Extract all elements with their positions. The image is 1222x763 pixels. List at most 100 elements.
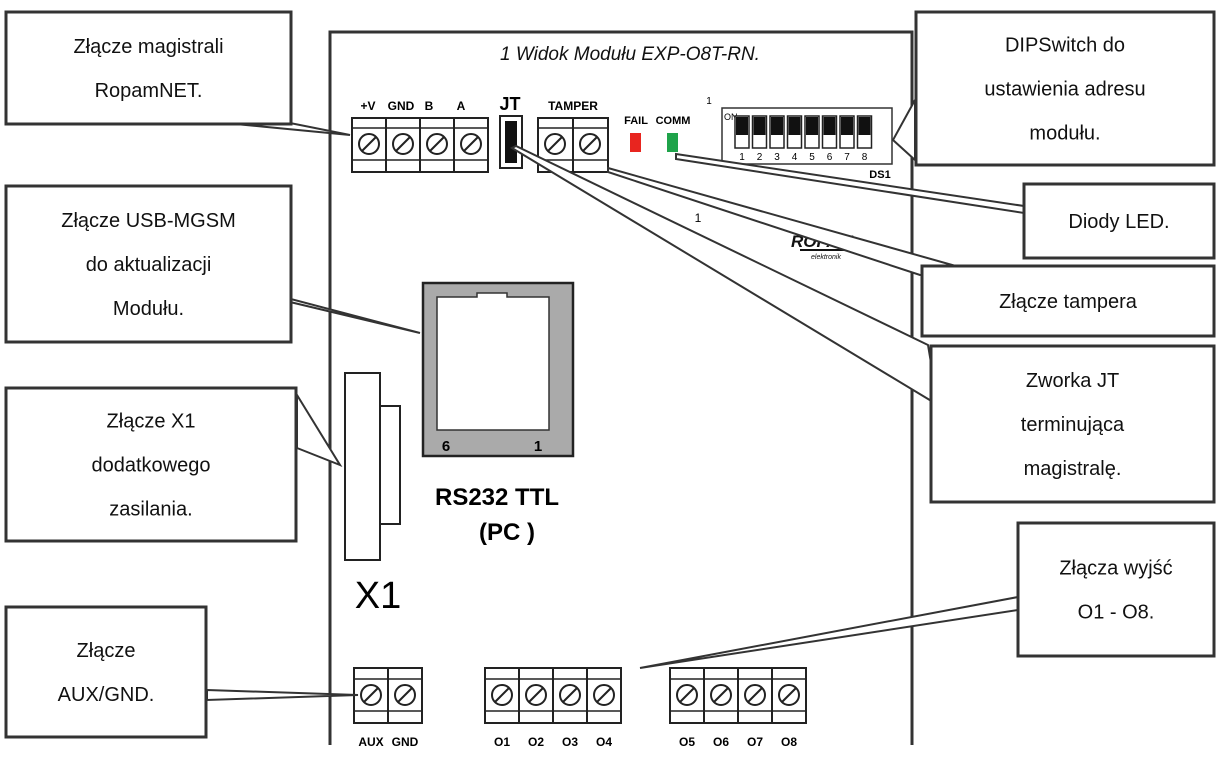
rs232-line2: (PC ): [479, 519, 535, 546]
dip-number: 7: [844, 152, 850, 163]
screw-icon: [525, 684, 547, 706]
led-comm-icon: [667, 133, 678, 152]
leader-aux: [206, 688, 359, 702]
dip-number: 1: [739, 152, 745, 163]
output-label: O3: [562, 735, 578, 749]
dip-on-label: ON: [724, 112, 738, 122]
top-pin-one: 1: [706, 96, 712, 107]
callout-text: terminująca: [1021, 414, 1125, 436]
callout-text: Diody LED.: [1068, 211, 1169, 233]
dip-number: 4: [792, 152, 798, 163]
leader-tamper: [607, 166, 971, 277]
terminal-block: O1 O2 O3 O4: [484, 667, 622, 749]
rj-pin-6: 6: [442, 438, 450, 455]
rs232-line1: RS232 TTL: [435, 484, 559, 511]
tamper-connector: TAMPER: [537, 99, 609, 173]
leader-x1: [296, 391, 343, 468]
screw-icon: [676, 684, 698, 706]
screw-icon: [593, 684, 615, 706]
output-label: O2: [528, 735, 544, 749]
dip-number: 8: [862, 152, 868, 163]
bus-label-b: B: [425, 99, 434, 113]
callout-text: Złącze X1: [107, 411, 196, 433]
rj-pin-1: 1: [534, 438, 542, 455]
tamper-label: TAMPER: [548, 99, 598, 113]
terminal-block: AUX GND: [353, 667, 423, 749]
callout-x1: Złącze X1 dodatkowego zasilania.: [4, 386, 298, 543]
aux-label: GND: [392, 735, 419, 749]
callout-text: Złącze: [77, 640, 136, 662]
leader-lines: [206, 99, 1025, 702]
status-leds: FAIL COMM 1: [624, 96, 712, 152]
led-fail-label: FAIL: [624, 115, 648, 127]
callout-led: Diody LED.: [1022, 182, 1216, 260]
bus-label-a: A: [457, 99, 466, 113]
led-fail-icon: [630, 133, 641, 152]
callout-text: AUX/GND.: [58, 684, 155, 706]
callout-text: ustawienia adresu: [984, 79, 1145, 101]
callout-text: magistralę.: [1024, 458, 1122, 480]
dip-number: 5: [809, 152, 815, 163]
callout-text: DIPSwitch do: [1005, 35, 1125, 57]
figure-caption: 1 Widok Modułu EXP-O8T-RN.: [500, 44, 760, 65]
bus-label-v: +V: [360, 99, 375, 113]
screw-icon: [394, 684, 416, 706]
callout-outputs: Złącza wyjść O1 - O8.: [1016, 521, 1216, 658]
bus-terminal-block: +V GND B A: [351, 99, 489, 173]
screw-icon: [744, 684, 766, 706]
callout-text: Złącze USB-MGSM: [61, 210, 235, 232]
callout-text: Złącza wyjść: [1059, 558, 1172, 580]
output-label: O5: [679, 735, 695, 749]
callout-text: zasilania.: [109, 499, 192, 521]
callout-tamper: Złącze tampera: [920, 264, 1216, 338]
callout-text: modułu.: [1029, 123, 1100, 145]
callout-dip: DIPSwitch do ustawienia adresu modułu.: [914, 10, 1216, 167]
callout-jt: Zworka JT terminująca magistralę.: [929, 344, 1216, 504]
output-label: O7: [747, 735, 763, 749]
callout-text: Zworka JT: [1026, 370, 1119, 392]
dip-number: 3: [774, 152, 780, 163]
dip-number: 2: [757, 152, 763, 163]
screw-icon: [491, 684, 513, 706]
pin-one-marker: 1: [695, 211, 702, 225]
callout-text: do aktualizacji: [86, 254, 212, 276]
output-label: O4: [596, 735, 612, 749]
screw-icon: [710, 684, 732, 706]
screw-icon: [426, 133, 448, 155]
screw-icon: [460, 133, 482, 155]
aux-label: AUX: [358, 735, 383, 749]
x1-connector: X1: [344, 372, 401, 617]
screw-icon: [358, 133, 380, 155]
leader-jt: [509, 144, 940, 407]
output-label: O1: [494, 735, 510, 749]
leader-dip: [891, 99, 916, 163]
screw-icon: [559, 684, 581, 706]
callout-text: O1 - O8.: [1078, 602, 1155, 624]
callout-text: Modułu.: [113, 298, 184, 320]
output-label: O6: [713, 735, 729, 749]
callout-text: dodatkowego: [92, 455, 211, 477]
bus-label-gnd: GND: [388, 99, 415, 113]
rj-connector: 6 1: [421, 281, 575, 458]
dip-ref: DS1: [869, 169, 890, 181]
x1-label: X1: [355, 575, 401, 617]
screw-icon: [778, 684, 800, 706]
led-comm-label: COMM: [656, 115, 691, 127]
logo-sub: elektronik: [811, 254, 841, 261]
screw-icon: [392, 133, 414, 155]
callout-text: RopamNET.: [95, 80, 203, 102]
dip-number: 6: [827, 152, 833, 163]
callout-text: Złącze tampera: [999, 291, 1138, 313]
screw-icon: [360, 684, 382, 706]
screw-icon: [544, 133, 566, 155]
jt-jumper: JT: [499, 94, 523, 169]
